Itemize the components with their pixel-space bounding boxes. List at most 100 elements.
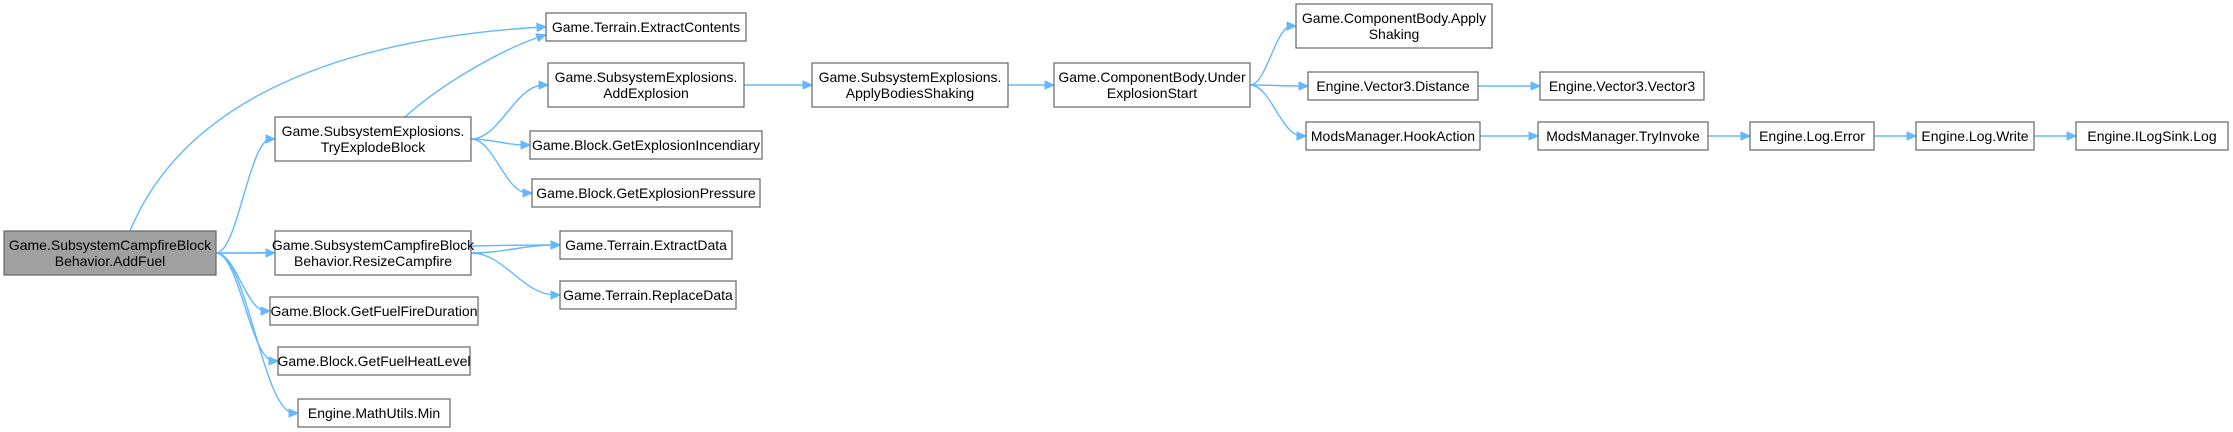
edge-arrowhead [1530, 81, 1542, 91]
node-log-error[interactable]: Engine.Log.Error [1749, 121, 1875, 151]
call-edge [470, 80, 550, 140]
edge-line [404, 35, 543, 118]
node-try-explode[interactable]: Game.SubsystemExplosions.TryExplodeBlock [274, 116, 472, 162]
call-edge [404, 33, 547, 118]
call-edge [470, 240, 562, 254]
node-label-line: Game.SubsystemExplosions. [555, 69, 738, 85]
node-label-line: Game.Terrain.ReplaceData [563, 287, 733, 303]
node-box [1749, 121, 1875, 151]
node-label-line: Shaking [1369, 26, 1420, 42]
edge-line [1249, 84, 1303, 137]
call-edge [1874, 131, 1918, 141]
node-add-explosion[interactable]: Game.SubsystemExplosions.AddExplosion [547, 62, 745, 108]
call-edge [1480, 131, 1540, 141]
edge-arrowhead [260, 306, 272, 316]
call-edge [215, 252, 300, 418]
node-box [297, 398, 451, 428]
node-box [1307, 71, 1479, 101]
node-math-min[interactable]: Engine.MathUtils.Min [297, 398, 451, 428]
node-box [1295, 3, 1493, 49]
edge-arrowhead [538, 80, 550, 90]
node-explosion-pressure[interactable]: Game.Block.GetExplosionPressure [531, 178, 761, 208]
node-hook-action[interactable]: ModsManager.HookAction [1305, 121, 1481, 151]
node-explosion-incendiary[interactable]: Game.Block.GetExplosionIncendiary [529, 130, 763, 160]
node-box [531, 178, 761, 208]
edge-arrowhead [265, 248, 277, 258]
edge-arrowhead [536, 22, 548, 33]
call-edge [215, 252, 272, 316]
edge-line [215, 252, 275, 362]
node-label-line: Game.Terrain.ExtractData [565, 237, 727, 253]
edge-arrowhead [550, 290, 562, 300]
node-box [559, 230, 733, 260]
edge-arrowhead [288, 408, 300, 418]
call-edge [1249, 84, 1308, 141]
edge-arrowhead [265, 134, 277, 144]
edge-arrowhead [550, 240, 562, 250]
call-edge [215, 252, 280, 366]
node-replace-data[interactable]: Game.Terrain.ReplaceData [559, 280, 737, 310]
edge-arrowhead [2066, 131, 2078, 141]
call-edges [129, 21, 2078, 418]
edge-arrowhead [1740, 131, 1752, 141]
node-apply-bodies-shaking[interactable]: Game.SubsystemExplosions.ApplyBodiesShak… [811, 62, 1009, 108]
call-edge [1249, 81, 1310, 91]
node-label-line: Engine.Log.Error [1759, 128, 1865, 144]
edge-arrowhead [1906, 131, 1918, 141]
node-fuel-heat-level[interactable]: Game.Block.GetFuelHeatLevel [277, 346, 471, 376]
call-edge [1477, 81, 1542, 91]
node-box [269, 296, 479, 326]
node-extract-contents[interactable]: Game.Terrain.ExtractContents [545, 12, 747, 42]
node-extract-data[interactable]: Game.Terrain.ExtractData [559, 230, 733, 260]
node-box [274, 230, 472, 276]
node-ilogsink-log[interactable]: Engine.ILogSink.Log [2075, 121, 2229, 151]
node-box [1305, 121, 1481, 151]
node-label-line: Game.Terrain.ExtractContents [552, 19, 740, 35]
call-edge [215, 134, 277, 254]
node-label-line: Game.SubsystemCampfireBlock [272, 237, 475, 253]
node-label-line: Game.Block.GetFuelFireDuration [271, 303, 478, 319]
node-label-line: Game.SubsystemExplosions. [819, 69, 1002, 85]
edge-arrowhead [520, 140, 532, 150]
node-label-line: Game.SubsystemExplosions. [282, 123, 465, 139]
node-box [1537, 121, 1709, 151]
node-box [2075, 121, 2229, 151]
node-box [274, 116, 472, 162]
node-vector3-distance[interactable]: Engine.Vector3.Distance [1307, 71, 1479, 101]
call-edge [470, 252, 562, 300]
node-resize-campfire[interactable]: Game.SubsystemCampfireBlockBehavior.Resi… [272, 230, 475, 276]
node-try-invoke[interactable]: ModsManager.TryInvoke [1537, 121, 1709, 151]
edge-line [1249, 84, 1305, 87]
edge-arrowhead [1528, 131, 1540, 141]
node-box [3, 230, 217, 276]
edge-line [215, 252, 267, 312]
node-vector3-ctor[interactable]: Engine.Vector3.Vector3 [1539, 71, 1705, 101]
node-label-line: Game.SubsystemCampfireBlock [9, 237, 212, 253]
edge-line [215, 252, 295, 414]
call-edge [470, 138, 532, 150]
node-label-line: TryExplodeBlock [321, 139, 427, 155]
edge-line [470, 244, 557, 254]
edge-arrowhead [1298, 81, 1310, 91]
node-label-line: Game.Block.GetExplosionIncendiary [532, 137, 760, 153]
call-edge [216, 248, 277, 258]
call-edge [1008, 80, 1056, 90]
edge-arrowhead [535, 33, 547, 43]
node-label-line: ExplosionStart [1107, 85, 1197, 101]
node-root[interactable]: Game.SubsystemCampfireBlockBehavior.AddF… [3, 230, 217, 276]
call-edge [1708, 131, 1752, 141]
node-label-line: Engine.ILogSink.Log [2087, 128, 2216, 144]
call-edge [744, 80, 814, 90]
node-fuel-fire-duration[interactable]: Game.Block.GetFuelFireDuration [269, 296, 479, 326]
edge-arrowhead [268, 356, 280, 366]
node-box [547, 62, 745, 108]
edge-line [215, 138, 272, 254]
node-log-write[interactable]: Engine.Log.Write [1915, 121, 2035, 151]
node-box [559, 280, 737, 310]
node-label-line: ModsManager.TryInvoke [1546, 128, 1700, 144]
node-label-line: Engine.Vector3.Vector3 [1549, 78, 1696, 94]
node-label-line: AddExplosion [603, 85, 689, 101]
